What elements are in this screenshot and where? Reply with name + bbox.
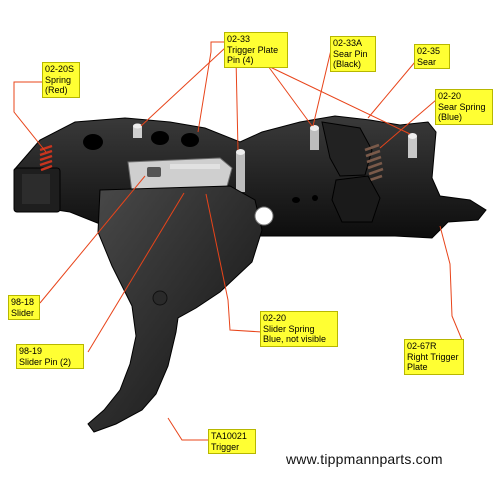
callout-part-note: (Blue) <box>438 112 463 122</box>
callout-part-note: Plate <box>407 362 428 372</box>
callout-spring-red: 02-20S Spring (Red) <box>42 62 80 98</box>
plate-hole <box>83 134 103 150</box>
sear-spring-part <box>364 143 384 182</box>
callout-slider-spring: 02-20 Slider Spring Blue, not visible <box>260 311 338 347</box>
callout-part-note: (Black) <box>333 59 362 69</box>
callout-sear-spring: 02-20 Sear Spring (Blue) <box>435 89 493 125</box>
callout-part-number: 02-20 <box>438 91 462 101</box>
trigger-plate-pin <box>408 133 417 158</box>
callout-slider-pin: 98-19 Slider Pin (2) <box>16 344 84 369</box>
callout-part-name: Right Trigger <box>407 351 459 362</box>
sear-part <box>321 121 373 177</box>
callout-part-note: Pin (4) <box>227 55 254 65</box>
callout-part-note: (Red) <box>45 85 68 95</box>
trigger-part <box>87 185 263 433</box>
callout-part-name: Sear Spring <box>438 101 486 112</box>
callout-part-number: 02-20S <box>45 64 75 74</box>
callout-part-number: 02-67R <box>407 341 437 351</box>
callout-part-number: 02-35 <box>417 46 441 56</box>
callout-part-number: 02-33A <box>333 38 363 48</box>
callout-part-name: Sear <box>417 56 437 67</box>
callout-trigger-plate-pin: 02-33 Trigger Plate Pin (4) <box>224 32 288 68</box>
trigger-plate-pin <box>236 149 245 192</box>
callout-part-number: 98-19 <box>19 346 43 356</box>
callout-sear-pin: 02-33A Sear Pin (Black) <box>330 36 376 72</box>
callout-part-name: Trigger <box>211 441 240 452</box>
callout-part-number: 02-20 <box>263 313 287 323</box>
callout-part-number: TA10021 <box>211 431 247 441</box>
leader-lines <box>13 41 463 441</box>
callout-part-name: Sear Pin <box>333 48 368 59</box>
callout-part-name: Slider Pin (2) <box>19 356 72 367</box>
callout-part-name: Trigger Plate <box>227 44 279 55</box>
website-url: www.tippmannparts.com <box>286 451 443 467</box>
callout-slider: 98-18 Slider <box>8 295 40 320</box>
callout-part-number: 02-33 <box>227 34 251 44</box>
callout-sear: 02-35 Sear <box>414 44 450 69</box>
sear-block <box>331 175 381 223</box>
plate-hole <box>181 133 199 147</box>
callout-part-name: Slider Spring <box>263 323 315 334</box>
callout-trigger: TA10021 Trigger <box>208 429 256 454</box>
callout-right-trigger-plate: 02-67R Right Trigger Plate <box>404 339 464 375</box>
callout-part-note: Blue, not visible <box>263 334 327 344</box>
callout-part-number: 98-18 <box>11 297 35 307</box>
callout-part-name: Spring <box>45 74 72 85</box>
red-spring-part <box>39 144 53 172</box>
trigger-plate-pin <box>133 123 142 138</box>
sear-pin <box>310 125 319 150</box>
callout-part-name: Slider <box>11 307 35 318</box>
plate-hole <box>151 131 169 145</box>
